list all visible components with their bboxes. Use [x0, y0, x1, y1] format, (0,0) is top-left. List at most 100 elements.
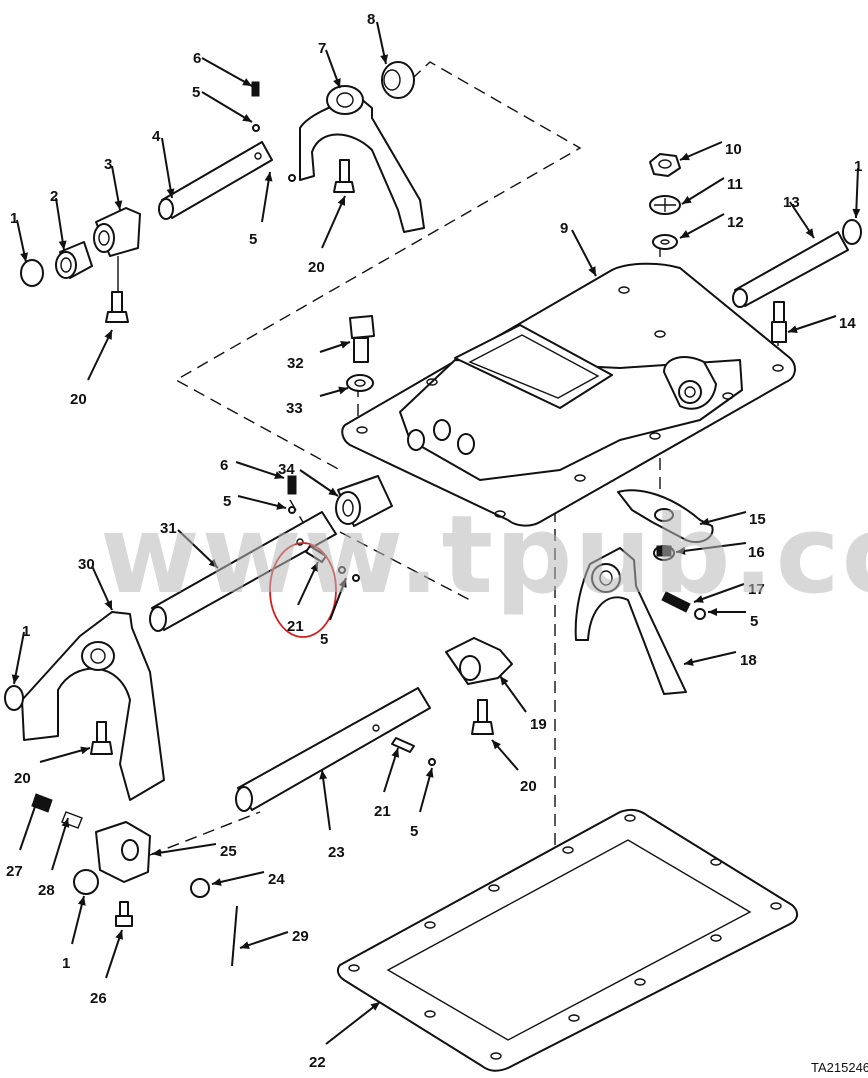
lever-assembly — [574, 489, 714, 695]
callout-label-3: 3 — [104, 156, 112, 173]
leader-arrowhead — [682, 195, 692, 204]
callout-label-20: 20 — [14, 770, 31, 787]
callout-label-1: 1 — [62, 955, 70, 972]
callout-label-11: 11 — [727, 176, 743, 193]
leader-arrowhead — [104, 330, 112, 340]
callout-label-5: 5 — [249, 231, 257, 248]
callout-label-34: 34 — [278, 461, 295, 478]
leader-arrowhead — [680, 152, 690, 161]
leader-arrowhead — [339, 578, 347, 588]
callout-label-4: 4 — [152, 128, 161, 145]
lower-shaft-assembly — [31, 637, 798, 1072]
leader-arrowhead — [676, 546, 686, 555]
leader-arrowhead — [58, 240, 67, 250]
callout-label-10: 10 — [725, 141, 742, 158]
leader-arrowhead — [708, 608, 717, 616]
leader-arrowhead — [492, 740, 501, 750]
shift-cover-housing — [341, 262, 796, 527]
cover-hardware — [346, 153, 862, 392]
leader-line — [177, 529, 219, 569]
callout-label-27: 27 — [6, 863, 23, 880]
leader-arrowhead — [391, 748, 400, 758]
leader-arrowhead — [319, 770, 328, 780]
callout-label-32: 32 — [287, 355, 304, 372]
leader-arrowhead — [328, 487, 338, 496]
leader-arrowhead — [152, 848, 162, 857]
shift-fork-7 — [299, 97, 425, 233]
leader-arrowhead — [115, 930, 123, 940]
leader-arrowhead — [852, 208, 861, 218]
bearing-part — [381, 61, 415, 99]
callout-label-12: 12 — [727, 214, 744, 231]
callout-label-1: 1 — [854, 158, 862, 175]
upper-shaft-assembly — [20, 61, 425, 323]
leader-arrowhead — [61, 818, 70, 828]
callout-label-21: 21 — [287, 618, 304, 635]
leader-line — [321, 195, 346, 249]
callout-label-21: 21 — [374, 803, 391, 820]
leader-arrowhead — [240, 941, 250, 949]
callout-label-17: 17 — [748, 581, 765, 598]
assembly-dash-lines — [149, 61, 779, 935]
leader-line — [51, 817, 69, 871]
leader-arrowhead — [104, 600, 112, 610]
cover-gasket-22 — [336, 808, 798, 1072]
leader-arrowhead — [31, 798, 39, 808]
watermark-text: www.tpub.com — [100, 493, 868, 618]
leader-arrowhead — [680, 230, 690, 238]
nut-part-24 — [190, 878, 210, 898]
roll-pin-21 — [305, 545, 327, 563]
leader-lines — [11, 21, 861, 1045]
callout-label-20: 20 — [308, 259, 325, 276]
callout-label-5: 5 — [320, 631, 328, 648]
callout-label-7: 7 — [318, 40, 326, 57]
callout-label-6: 6 — [193, 50, 201, 67]
leader-arrowhead — [11, 674, 20, 684]
leader-line — [151, 843, 217, 855]
leader-arrowhead — [788, 325, 798, 333]
leader-arrowhead — [114, 200, 123, 210]
callout-label-5: 5 — [750, 613, 758, 630]
callout-label-13: 13 — [783, 194, 800, 211]
nut-part — [649, 153, 681, 177]
leader-arrowhead — [276, 501, 286, 510]
callout-label-22: 22 — [309, 1054, 326, 1071]
callout-label-28: 28 — [38, 882, 55, 899]
leader-arrowhead — [264, 172, 273, 182]
callout-label-20: 20 — [70, 391, 87, 408]
leader-line — [321, 769, 331, 831]
leader-arrowhead — [340, 341, 350, 349]
leader-arrowhead — [425, 768, 434, 778]
callout-label-2: 2 — [50, 188, 58, 205]
leader-arrowhead — [338, 386, 348, 395]
callout-label-30: 30 — [78, 556, 95, 573]
leader-arrowhead — [274, 471, 284, 479]
leader-arrowhead — [242, 113, 252, 122]
callout-label-1: 1 — [22, 623, 30, 640]
callout-label-20: 20 — [520, 778, 537, 795]
highlight-circle-item-21 — [269, 542, 337, 638]
leader-line — [161, 137, 173, 199]
leader-line — [201, 57, 253, 87]
figure-reference-code: TA215246 — [811, 1060, 868, 1075]
leader-arrowhead — [242, 78, 252, 86]
leader-arrowhead — [166, 188, 175, 198]
callout-label-19: 19 — [530, 716, 547, 733]
callout-label-6: 6 — [220, 457, 228, 474]
leader-arrowhead — [694, 595, 704, 603]
callout-label-5: 5 — [410, 823, 418, 840]
leader-arrowhead — [333, 78, 341, 88]
callout-label-16: 16 — [748, 544, 765, 561]
callout-label-25: 25 — [220, 843, 237, 860]
leader-arrowhead — [700, 517, 710, 526]
callout-label-15: 15 — [749, 511, 766, 528]
leader-arrowhead — [212, 878, 222, 886]
callout-label-1: 1 — [10, 210, 18, 227]
leader-arrowhead — [684, 658, 694, 666]
leader-arrowhead — [310, 562, 318, 572]
callout-label-5: 5 — [192, 84, 200, 101]
callout-label-18: 18 — [740, 652, 757, 669]
callout-label-29: 29 — [292, 928, 309, 945]
callout-label-9: 9 — [560, 220, 568, 237]
